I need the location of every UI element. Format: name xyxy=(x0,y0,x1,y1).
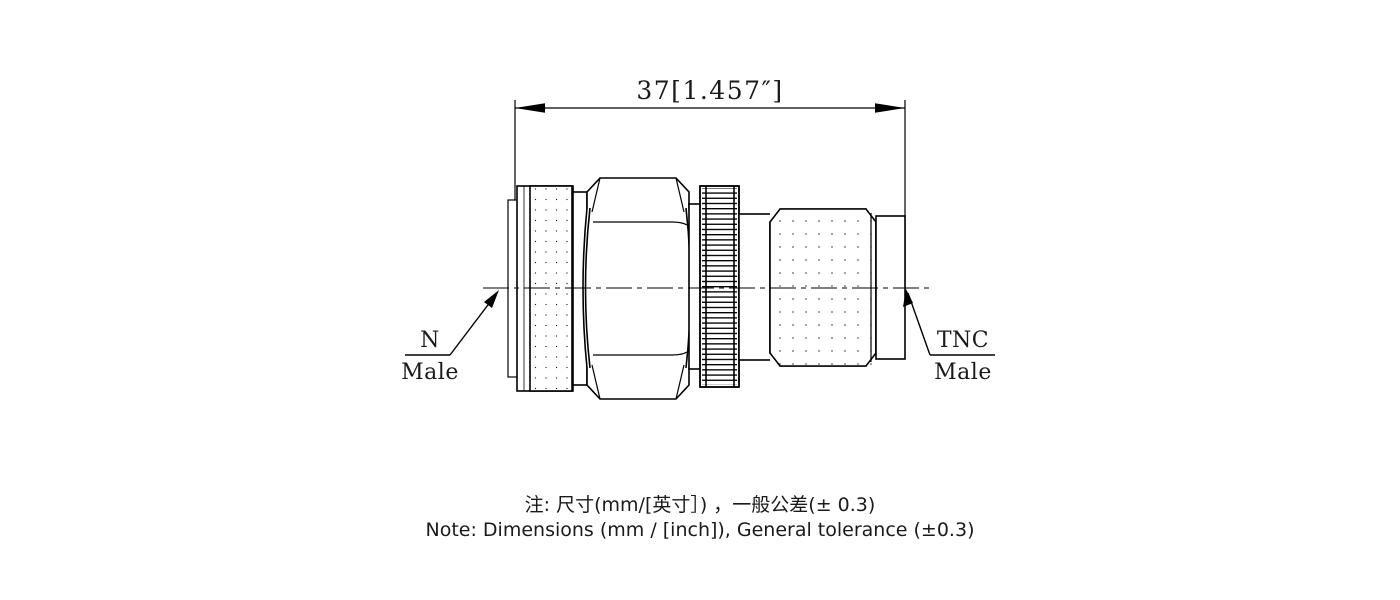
n-hex-flat-line-top xyxy=(593,221,688,226)
n-hex-chamfer-br xyxy=(675,364,685,400)
n-callout-line2: Male xyxy=(401,360,459,385)
tnc-callout-line1: TNC xyxy=(937,328,989,353)
tnc-callout-line2: Male xyxy=(934,360,992,385)
n-hex-flat-line-bottom xyxy=(593,351,688,356)
callout-n-male: N Male xyxy=(401,290,499,385)
n-hex-chamfer-tr xyxy=(675,177,685,213)
tnc-callout-arrow-icon xyxy=(903,289,913,307)
notes-block: 注: 尺寸(mm/[英寸］) ，一般公差(± 0.3) Note: Dimens… xyxy=(426,494,975,541)
n-callout-line1: N xyxy=(420,328,440,353)
tnc-smooth-barrel xyxy=(738,213,773,361)
callout-tnc-male: TNC Male xyxy=(903,289,995,385)
dimension-arrow-left-icon xyxy=(515,103,545,113)
note-line-chinese: 注: 尺寸(mm/[英寸］) ，一般公差(± 0.3) xyxy=(525,494,876,516)
n-hex-chamfer-tl xyxy=(591,177,601,213)
dimension-value-label: 37[1.457″] xyxy=(636,76,783,105)
overall-length-dimension: 37[1.457″] xyxy=(514,76,906,292)
n-hex-chamfer-bl xyxy=(591,364,601,400)
tnc-coupling-nut-rib-pattern xyxy=(702,188,737,385)
note-line-english: Note: Dimensions (mm / [inch]), General … xyxy=(426,519,975,541)
n-callout-arrow-icon xyxy=(484,290,499,308)
tnc-male-connector xyxy=(699,185,906,388)
dimension-arrow-right-icon xyxy=(875,103,905,113)
